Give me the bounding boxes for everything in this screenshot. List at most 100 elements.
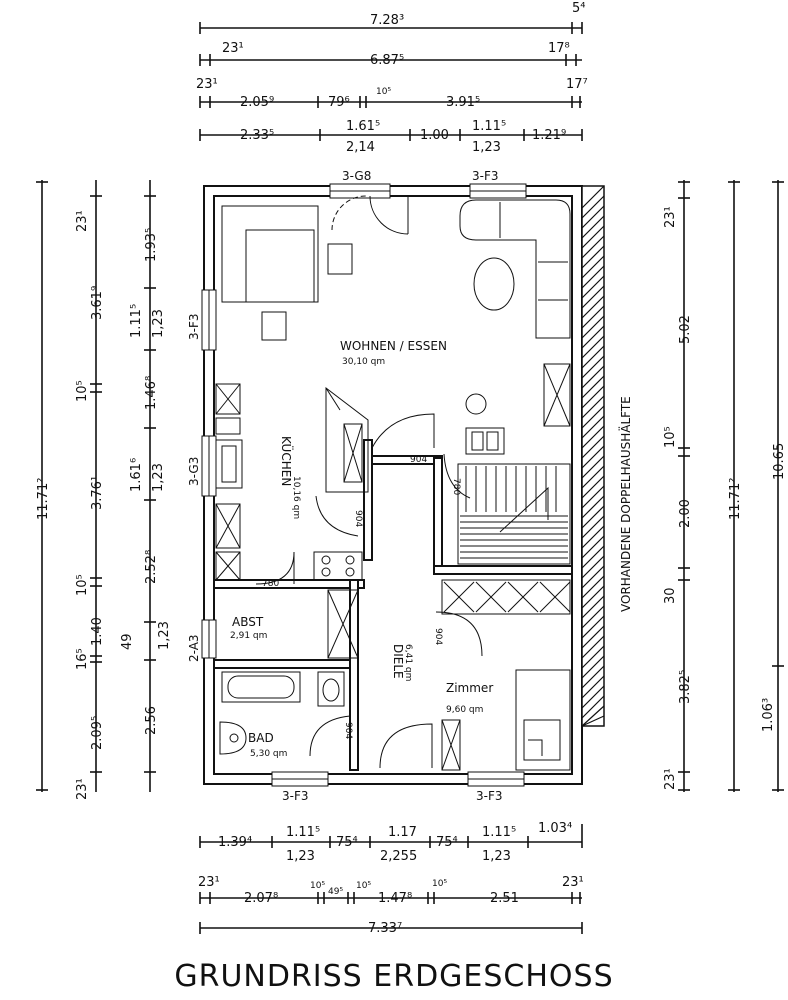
top-dim-4-4b: 1,23 <box>472 140 501 155</box>
hatch-line <box>581 345 605 369</box>
window-label-top-right: 3-F3 <box>472 169 499 183</box>
room-abst-name: ABST <box>232 615 264 629</box>
bottom-dim-1-7: 1.03⁴ <box>538 821 572 836</box>
hatch-line <box>581 455 605 479</box>
hatch-line <box>581 575 605 599</box>
left-dim-2-d: 3.76¹ <box>90 476 105 510</box>
wardrobe-cross <box>507 581 539 613</box>
hatch-line <box>581 585 605 609</box>
bottom-dim-1-4b: 2,255 <box>380 849 417 864</box>
top-dim-4-1: 2.33⁵ <box>240 128 274 143</box>
hatch-line <box>581 475 605 499</box>
hatch-line <box>581 565 605 589</box>
left-dim-2-g: 16⁵ <box>75 648 90 670</box>
bottom-dim-1-1: 1.39⁴ <box>218 835 252 850</box>
window-label-top-left: 3-G8 <box>342 169 371 183</box>
bottom-dim-2-5: 10⁵ <box>432 879 447 889</box>
hatch-line <box>581 705 605 727</box>
hatch-line <box>581 445 605 469</box>
bottom-dim-1-6: 1.11⁵ <box>482 825 516 840</box>
top-dim-3-4: 3.91⁵ <box>446 95 480 110</box>
hatch-line <box>581 515 605 539</box>
bottom-dim-1-4: 1.17 <box>388 825 417 840</box>
hatch-line <box>581 655 605 679</box>
room-zimmer-area: 9,60 qm <box>446 705 483 715</box>
plan-title: GRUNDRISS ERDGESCHOSS <box>174 959 613 994</box>
hatch-line <box>581 205 605 229</box>
right-dim-1-b: 5.02 <box>678 315 693 344</box>
room-bad-area: 5,30 qm <box>250 749 287 759</box>
door-label-904-2: 904 <box>353 510 363 527</box>
hatch-line <box>581 395 605 419</box>
hatch-line <box>581 265 605 289</box>
left-dimension-chains: 11.71² 23¹ 3.61⁹ 10⁵ 3.76¹ 10⁵ 1.40 16⁵ … <box>36 180 172 800</box>
room-abst-area: 2,91 qm <box>230 631 267 641</box>
hatch-line <box>581 645 605 669</box>
left-dim-3-b: 1.11⁵ <box>129 304 144 338</box>
room-wohnen-name: WOHNEN / ESSEN <box>340 339 447 353</box>
top-dim-end-1: 5⁴ <box>572 1 585 16</box>
hatch-line <box>581 275 605 299</box>
door-labels: 904 904 904 904 780 780 <box>262 455 461 739</box>
hatch-line <box>581 525 605 549</box>
hatch-line <box>581 195 605 219</box>
room-labels: WOHNEN / ESSEN 30,10 qm KÜCHEN 10,16 qm … <box>230 339 493 759</box>
hatch-line <box>581 595 605 619</box>
neighbor-wall-hatching <box>581 185 605 727</box>
left-dim-2-e: 10⁵ <box>75 574 90 596</box>
left-dim-3-d: 1.61⁶ <box>129 458 144 492</box>
right-dim-2-total: 11.71² <box>728 478 743 520</box>
door-label-780-2: 780 <box>262 579 279 589</box>
wardrobe-cross <box>475 581 507 613</box>
hatch-line <box>581 465 605 489</box>
hatch-line <box>581 625 605 649</box>
room-zimmer-name: Zimmer <box>446 681 493 695</box>
right-dim-1-d: 2.00 <box>678 499 693 528</box>
left-dim-2-c: 10⁵ <box>75 380 90 402</box>
hatch-line <box>581 675 605 699</box>
door-swings <box>255 413 483 769</box>
bottom-dimension-chains: 1.39⁴ 1.11⁵ 1,23 75⁴ 1.17 2,255 75⁴ 1.11… <box>198 821 584 936</box>
right-dim-1-c: 10⁵ <box>663 426 678 448</box>
left-dim-3-f: 49 <box>120 633 135 650</box>
wardrobe-cross <box>443 581 475 613</box>
hatch-line <box>581 185 605 209</box>
hatch-line <box>581 715 605 727</box>
hatch-line <box>581 255 605 279</box>
hatch-line <box>581 555 605 579</box>
left-dim-3-g: 1,23 <box>157 621 172 650</box>
hatch-line <box>581 495 605 519</box>
room-kuechen-name: KÜCHEN <box>279 436 295 486</box>
right-dim-1-a: 23¹ <box>663 206 678 228</box>
left-dim-total: 11.71² <box>36 478 51 520</box>
top-dim-4-5: 1.21⁹ <box>532 128 566 143</box>
bottom-dim-1-2b: 1,23 <box>286 849 315 864</box>
bottom-dim-2-a: 23¹ <box>198 875 220 890</box>
top-dim-2-a: 23¹ <box>222 41 244 56</box>
left-dim-3-a: 1.93⁵ <box>144 228 159 262</box>
hatch-line <box>581 215 605 239</box>
hatch-line <box>581 325 605 349</box>
hatch-line <box>581 305 605 329</box>
right-dim-1-f: 3.82⁵ <box>678 670 693 704</box>
right-dim-3-b: 1.06³ <box>761 698 776 732</box>
top-dim-4-2b: 2,14 <box>346 140 375 155</box>
hatch-line <box>581 605 605 629</box>
left-dim-3-b2: 1,23 <box>151 309 166 338</box>
hatch-line <box>581 545 605 569</box>
bottom-dim-1-2: 1.11⁵ <box>286 825 320 840</box>
left-dim-2-f: 1.40 <box>90 617 105 646</box>
hatch-line <box>581 405 605 429</box>
top-dim-3-a: 23¹ <box>196 77 218 92</box>
room-diele-name: DIELE <box>391 644 405 679</box>
hatch-line <box>581 615 605 639</box>
top-dim-3-b: 17⁷ <box>566 77 588 92</box>
top-dim-3-1: 2.05⁹ <box>240 95 274 110</box>
top-dimension-chains: 7.28³ 5⁴ 23¹ 6.87⁵ 17⁸ 23¹ 17⁷ 2.05⁹ 79⁶… <box>196 1 588 155</box>
hatch-line <box>581 315 605 339</box>
door-label-904-1: 904 <box>410 455 427 465</box>
house-walls <box>201 183 583 787</box>
door-label-780-1: 780 <box>451 478 461 495</box>
hatch-line <box>581 415 605 439</box>
hatch-line <box>581 235 605 259</box>
